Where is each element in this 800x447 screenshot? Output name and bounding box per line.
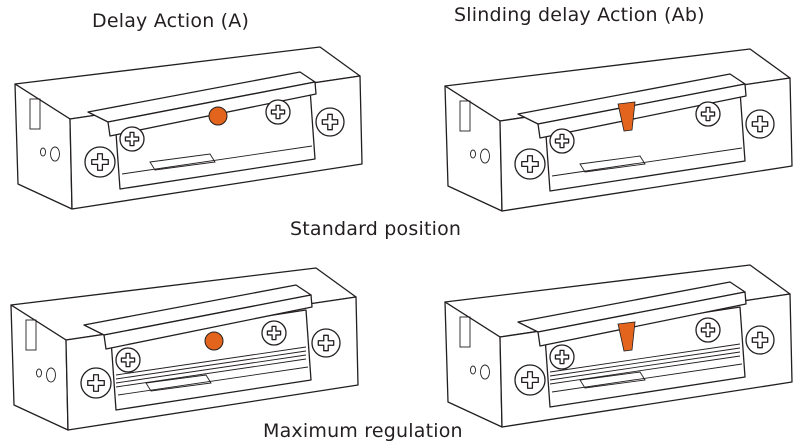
- mounting-screw-right: [745, 109, 775, 139]
- inner-screw-right: [261, 320, 287, 346]
- latch-plate: [149, 153, 216, 171]
- side-slot: [25, 319, 37, 351]
- delay-pin-indicator: [204, 331, 224, 351]
- inner-screw-left: [119, 126, 145, 152]
- side-hole-small: [470, 365, 476, 375]
- mounting-screw-right: [315, 107, 345, 137]
- opening-floor-line: [551, 363, 743, 393]
- mounting-screw-right: [311, 328, 341, 358]
- inner-screw-left: [115, 347, 141, 373]
- side-slot: [459, 100, 471, 132]
- column-title-delay-action: Delay Action (A): [92, 10, 250, 32]
- strike-sliding-delay-maximum: [444, 264, 793, 428]
- side-slot: [29, 98, 41, 130]
- side-hole-large: [480, 148, 490, 164]
- adjust-groove: [549, 355, 741, 385]
- inner-screw-right: [695, 101, 721, 127]
- opening-floor-line: [121, 145, 313, 175]
- latch-plate: [579, 155, 646, 173]
- inner-screw-right: [265, 99, 291, 125]
- side-hole-large: [50, 146, 60, 162]
- adjust-groove: [549, 347, 741, 377]
- adjust-groove: [115, 346, 307, 376]
- keeper-front: [103, 294, 313, 350]
- row-label-standard-position: Standard position: [290, 218, 462, 240]
- sliding-wedge-indicator: [617, 101, 636, 132]
- column-title-sliding-delay-action: Slinding delay Action (Ab): [454, 4, 705, 26]
- side-hole-small: [36, 368, 42, 378]
- mounting-screw-left: [514, 148, 546, 180]
- row-label-maximum-regulation: Maximum regulation: [263, 420, 463, 442]
- strike-delay-action-maximum: [10, 267, 359, 431]
- mounting-screw-left: [84, 146, 116, 178]
- adjust-groove: [115, 358, 307, 388]
- side-hole-small: [40, 147, 46, 157]
- adjust-groove: [549, 351, 741, 381]
- opening-floor-line: [551, 147, 743, 177]
- latch-plate: [579, 371, 646, 389]
- inner-screw-left: [549, 128, 575, 154]
- latch-plate: [145, 374, 212, 392]
- strike-delay-action-standard: [14, 46, 363, 210]
- side-hole-large: [46, 367, 56, 383]
- adjust-groove: [549, 343, 741, 373]
- opening-floor-line: [117, 366, 309, 396]
- inner-screw-right: [695, 317, 721, 343]
- mounting-screw-left: [514, 364, 546, 396]
- keeper-front: [537, 291, 747, 347]
- inner-screw-left: [549, 344, 575, 370]
- adjust-groove: [115, 354, 307, 384]
- side-hole-small: [470, 149, 476, 159]
- keeper-front: [537, 83, 747, 139]
- delay-pin-indicator: [208, 106, 228, 126]
- mounting-screw-left: [80, 367, 112, 399]
- side-hole-large: [480, 364, 490, 380]
- side-slot: [459, 316, 471, 348]
- mounting-screw-right: [745, 325, 775, 355]
- sliding-wedge-indicator: [617, 321, 636, 352]
- adjust-groove: [115, 350, 307, 380]
- strike-sliding-delay-standard: [444, 48, 793, 212]
